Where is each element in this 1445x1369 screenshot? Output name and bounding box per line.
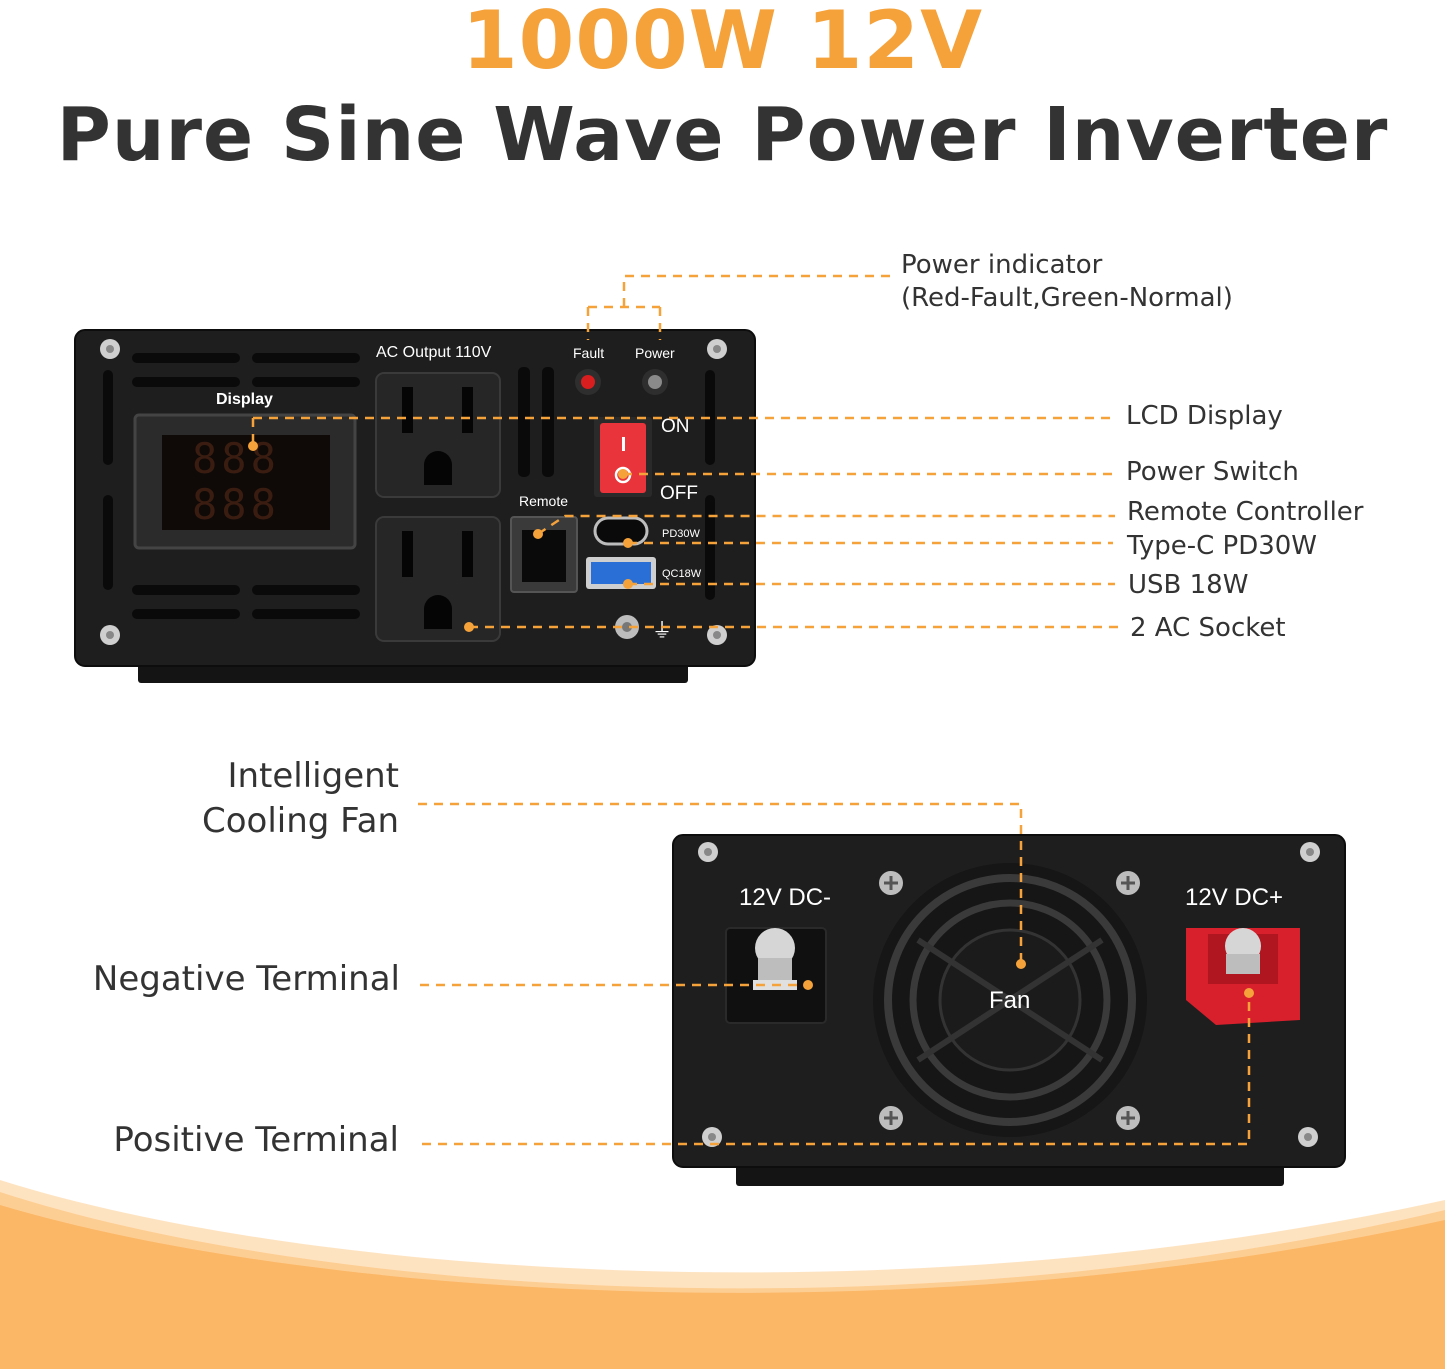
type-c-port xyxy=(593,516,649,546)
ac-output-label: AC Output 110V xyxy=(376,344,492,361)
callout-power-switch: Power Switch xyxy=(1126,457,1299,487)
front-screw-tr xyxy=(707,339,727,359)
display-label: Display xyxy=(216,391,273,408)
bottom-wave xyxy=(0,1180,1445,1369)
remote-label: Remote xyxy=(519,493,569,509)
callout-type-c: Type-C PD30W xyxy=(1127,531,1318,561)
fan-label: Fan xyxy=(989,987,1031,1014)
fan-screw-bl xyxy=(879,1106,903,1130)
front-vents-top xyxy=(103,353,715,619)
fan-screw-tr xyxy=(1116,871,1140,895)
callout-cooling-fan-1: Intelligent xyxy=(227,756,399,796)
remote-port xyxy=(510,516,578,593)
fan-screw-tl xyxy=(879,871,903,895)
front-screw-tl xyxy=(100,339,120,359)
callout-cooling-fan-2: Cooling Fan xyxy=(202,801,399,841)
pd-label: PD30W xyxy=(662,528,700,540)
lcd-digits-bottom: 888 xyxy=(192,480,280,529)
fault-led-icon xyxy=(575,369,601,395)
dc-minus-label: 12V DC- xyxy=(739,884,832,911)
power-label: Power xyxy=(635,345,675,361)
ground-stud xyxy=(615,615,639,639)
qc-label: QC18W xyxy=(662,568,702,580)
ac-socket-top xyxy=(375,372,501,498)
callout-lcd-display: LCD Display xyxy=(1126,401,1283,431)
callout-usb: USB 18W xyxy=(1128,570,1249,600)
callout-positive-terminal: Positive Terminal xyxy=(113,1120,399,1160)
rear-screw-tl xyxy=(698,842,718,862)
ac-socket-bottom xyxy=(375,516,501,642)
front-panel xyxy=(74,329,756,683)
off-label: OFF xyxy=(660,483,698,504)
power-led-icon xyxy=(642,369,668,395)
rear-screw-bl xyxy=(702,1127,722,1147)
rear-screw-br xyxy=(1298,1127,1318,1147)
title-main: 1000W 12V xyxy=(462,0,983,87)
callout-power-indicator-2: (Red-Fault,Green-Normal) xyxy=(901,283,1233,313)
front-screw-bl xyxy=(100,625,120,645)
ground-icon: ⏚ xyxy=(652,620,672,642)
usb-port xyxy=(586,557,656,589)
callout-negative-terminal: Negative Terminal xyxy=(92,959,400,999)
lcd-screen xyxy=(162,435,330,530)
power-switch[interactable] xyxy=(594,417,652,497)
front-screw-br xyxy=(707,625,727,645)
dc-plus-label: 12V DC+ xyxy=(1185,884,1284,911)
lcd-digits-top: 888 xyxy=(192,434,280,483)
rear-screw-tr xyxy=(1300,842,1320,862)
negative-terminal-icon xyxy=(725,927,827,1024)
fault-label: Fault xyxy=(573,345,605,361)
callout-power-indicator-1: Power indicator xyxy=(901,250,1103,280)
callout-remote-controller: Remote Controller xyxy=(1127,497,1364,527)
positive-terminal-icon xyxy=(1186,928,1300,1025)
fan-screw-br xyxy=(1116,1106,1140,1130)
callout-ac-socket: 2 AC Socket xyxy=(1130,613,1286,643)
title-sub: Pure Sine Wave Power Inverter xyxy=(56,92,1389,178)
on-label: ON xyxy=(661,416,690,437)
